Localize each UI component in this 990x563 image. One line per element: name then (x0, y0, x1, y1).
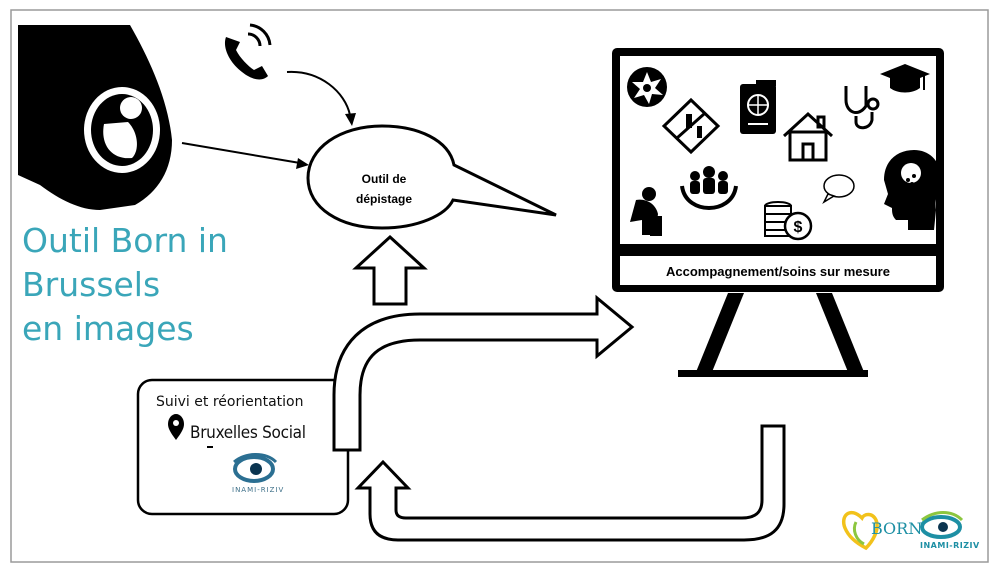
arrowhead-phone (345, 113, 356, 126)
stethoscope-icon (844, 86, 880, 130)
substance-use-icon (661, 97, 721, 155)
title-line-3: en images (22, 309, 194, 348)
bruxelles-social-underline-mark (207, 446, 213, 448)
arrowhead-woman (296, 158, 309, 169)
passport-icon (740, 80, 776, 134)
born-logo-mark (842, 510, 879, 551)
screening-bubble-line2: dépistage (356, 192, 412, 206)
phone-ringing-icon (224, 23, 272, 80)
hollow-arrow-to-monitor (332, 294, 635, 452)
hollow-arrow-return (354, 424, 786, 542)
distressed-person-icon (630, 187, 662, 236)
house-icon (782, 111, 834, 162)
inami-label: INAMI-RIZIV (232, 486, 285, 494)
title-line-1: Outil Born in (22, 221, 228, 260)
money-icon: $ (764, 201, 813, 241)
up-block-arrow (352, 234, 428, 306)
frame-border (10, 9, 989, 563)
svg-text:$: $ (794, 219, 803, 236)
mental-health-icon (884, 150, 941, 230)
born-logo-text: BORN (871, 519, 923, 538)
followup-title: Suivi et réorientation (156, 394, 304, 410)
inami-footer-label: INAMI-RIZIV (920, 541, 980, 550)
arrow-phone-to-tool (286, 70, 351, 116)
violence-icon (627, 67, 667, 107)
inami-logo-swoosh (233, 453, 278, 483)
inami-footer-logo-mark (920, 511, 964, 539)
title-line-2: Brussels (22, 265, 161, 304)
family-support-icon (680, 166, 738, 211)
monitor-caption: Accompagnement/soins sur mesure (666, 264, 890, 279)
screening-bubble-shape (306, 124, 557, 230)
location-pin-icon (168, 414, 184, 440)
pregnant-woman-icon (18, 25, 172, 210)
graduation-cap-icon (880, 64, 930, 93)
screening-bubble-line1: Outil de (362, 172, 407, 186)
bruxelles-social-label: Bruxelles Social (190, 423, 306, 443)
arrow-woman-to-tool (181, 142, 301, 164)
speech-bubble-icon (822, 174, 855, 204)
